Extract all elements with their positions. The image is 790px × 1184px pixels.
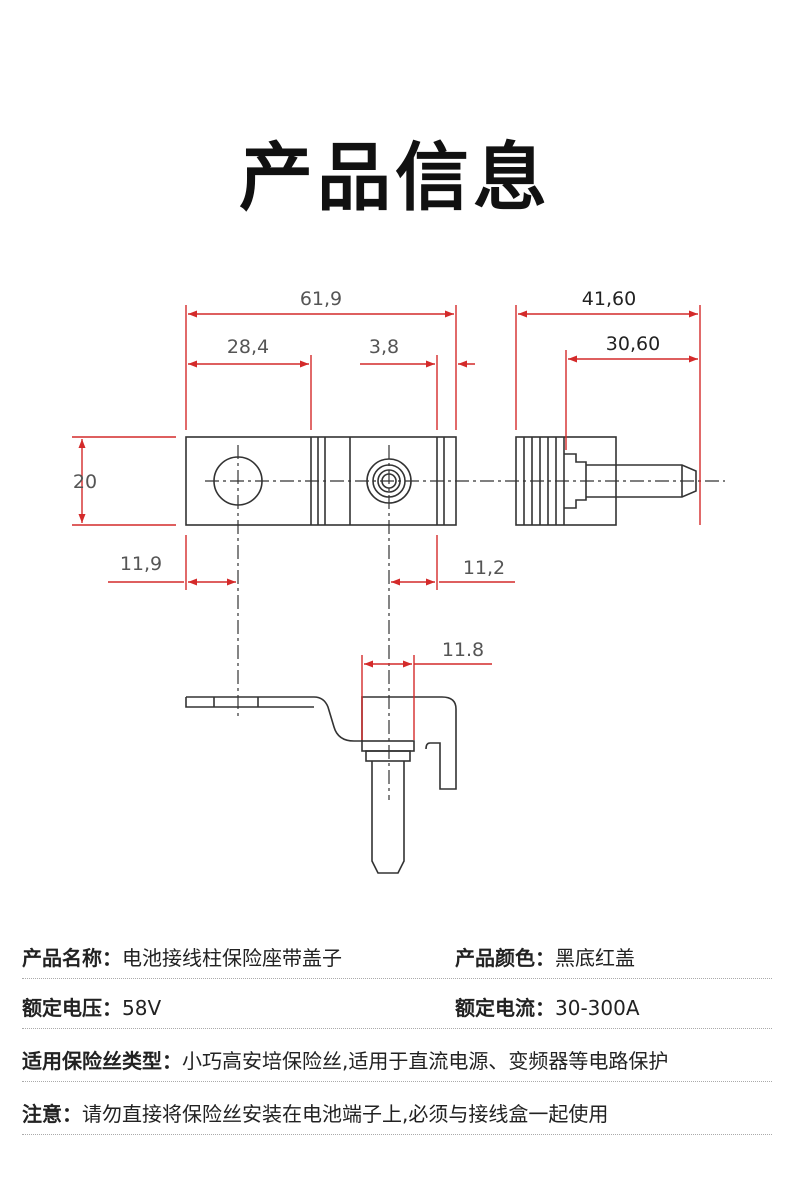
- name-value: 电池接线柱保险座带盖子: [122, 946, 342, 970]
- page-title: 产品信息: [239, 135, 551, 221]
- voltage-label: 额定电压：: [22, 996, 122, 1020]
- front-view: [185, 696, 457, 874]
- current-value: 30-300A: [555, 996, 640, 1020]
- info-row-note: 注意：请勿直接将保险丝安装在电池端子上,必须与接线盒一起使用: [22, 1094, 772, 1135]
- dim-left-width: 28,4: [227, 336, 269, 358]
- info-row-voltage-current: 额定电压：58V 额定电流：30-300A: [22, 988, 772, 1029]
- dim-overall-width: 61,9: [300, 288, 342, 310]
- color-label: 产品颜色：: [455, 946, 555, 970]
- dim-right-hole: 11,2: [463, 557, 505, 579]
- info-row-fuse-type: 适用保险丝类型：小巧高安培保险丝,适用于直流电源、变频器等电路保护: [22, 1041, 772, 1082]
- dim-side-overall: 41,60: [582, 288, 636, 310]
- color-value: 黑底红盖: [555, 946, 635, 970]
- dimension-lines: [72, 305, 701, 740]
- dim-height: 20: [73, 471, 97, 493]
- side-view: [515, 436, 697, 526]
- name-label: 产品名称：: [22, 946, 122, 970]
- dim-left-hole: 11,9: [120, 553, 162, 575]
- dim-stud: 11.8: [442, 639, 484, 661]
- voltage-value: 58V: [122, 996, 162, 1020]
- note-value: 请勿直接将保险丝安装在电池端子上,必须与接线盒一起使用: [82, 1102, 609, 1126]
- fuse-value: 小巧高安培保险丝,适用于直流电源、变频器等电路保护: [182, 1049, 669, 1073]
- dim-slot: 3,8: [369, 336, 399, 358]
- current-label: 额定电流：: [455, 996, 555, 1020]
- info-row-name-color: 产品名称：电池接线柱保险座带盖子 产品颜色：黑底红盖: [22, 938, 772, 979]
- fuse-label: 适用保险丝类型：: [22, 1049, 182, 1073]
- dim-side-inner: 30,60: [606, 333, 660, 355]
- note-label: 注意：: [22, 1102, 82, 1126]
